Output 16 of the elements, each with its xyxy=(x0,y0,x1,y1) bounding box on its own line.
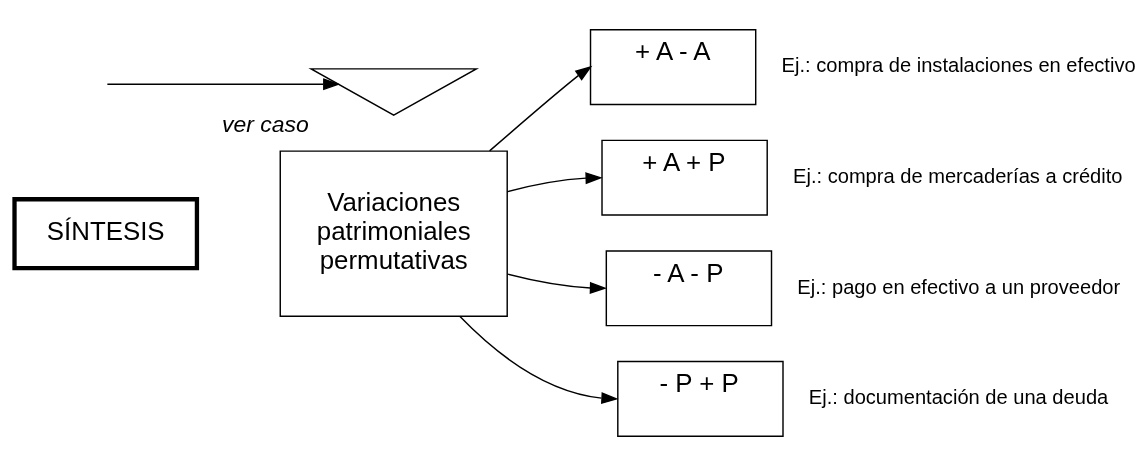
node-label: Ej.: compra de instalaciones en efectivo xyxy=(781,54,1136,77)
node-label: ver caso xyxy=(222,111,309,138)
arrow xyxy=(506,172,603,193)
arrow xyxy=(459,315,619,405)
node-box: SÍNTESIS xyxy=(12,197,200,271)
node-label: Ej.: pago en efectivo a un proveedor xyxy=(797,275,1121,298)
arrow xyxy=(106,78,341,91)
node-label: Ej.: compra de mercaderías a crédito xyxy=(793,165,1123,188)
node-box: Variaciones patrimoniales permutativas xyxy=(279,150,508,318)
node-label: Ej.: documentación de una deuda xyxy=(808,386,1109,409)
arrow xyxy=(506,273,608,294)
node-box: - A - P xyxy=(605,250,773,327)
arrow xyxy=(488,65,593,152)
node-box: + A + P xyxy=(601,139,768,216)
node-box: + A - A xyxy=(589,29,757,106)
node-box: - P + P xyxy=(617,360,784,437)
